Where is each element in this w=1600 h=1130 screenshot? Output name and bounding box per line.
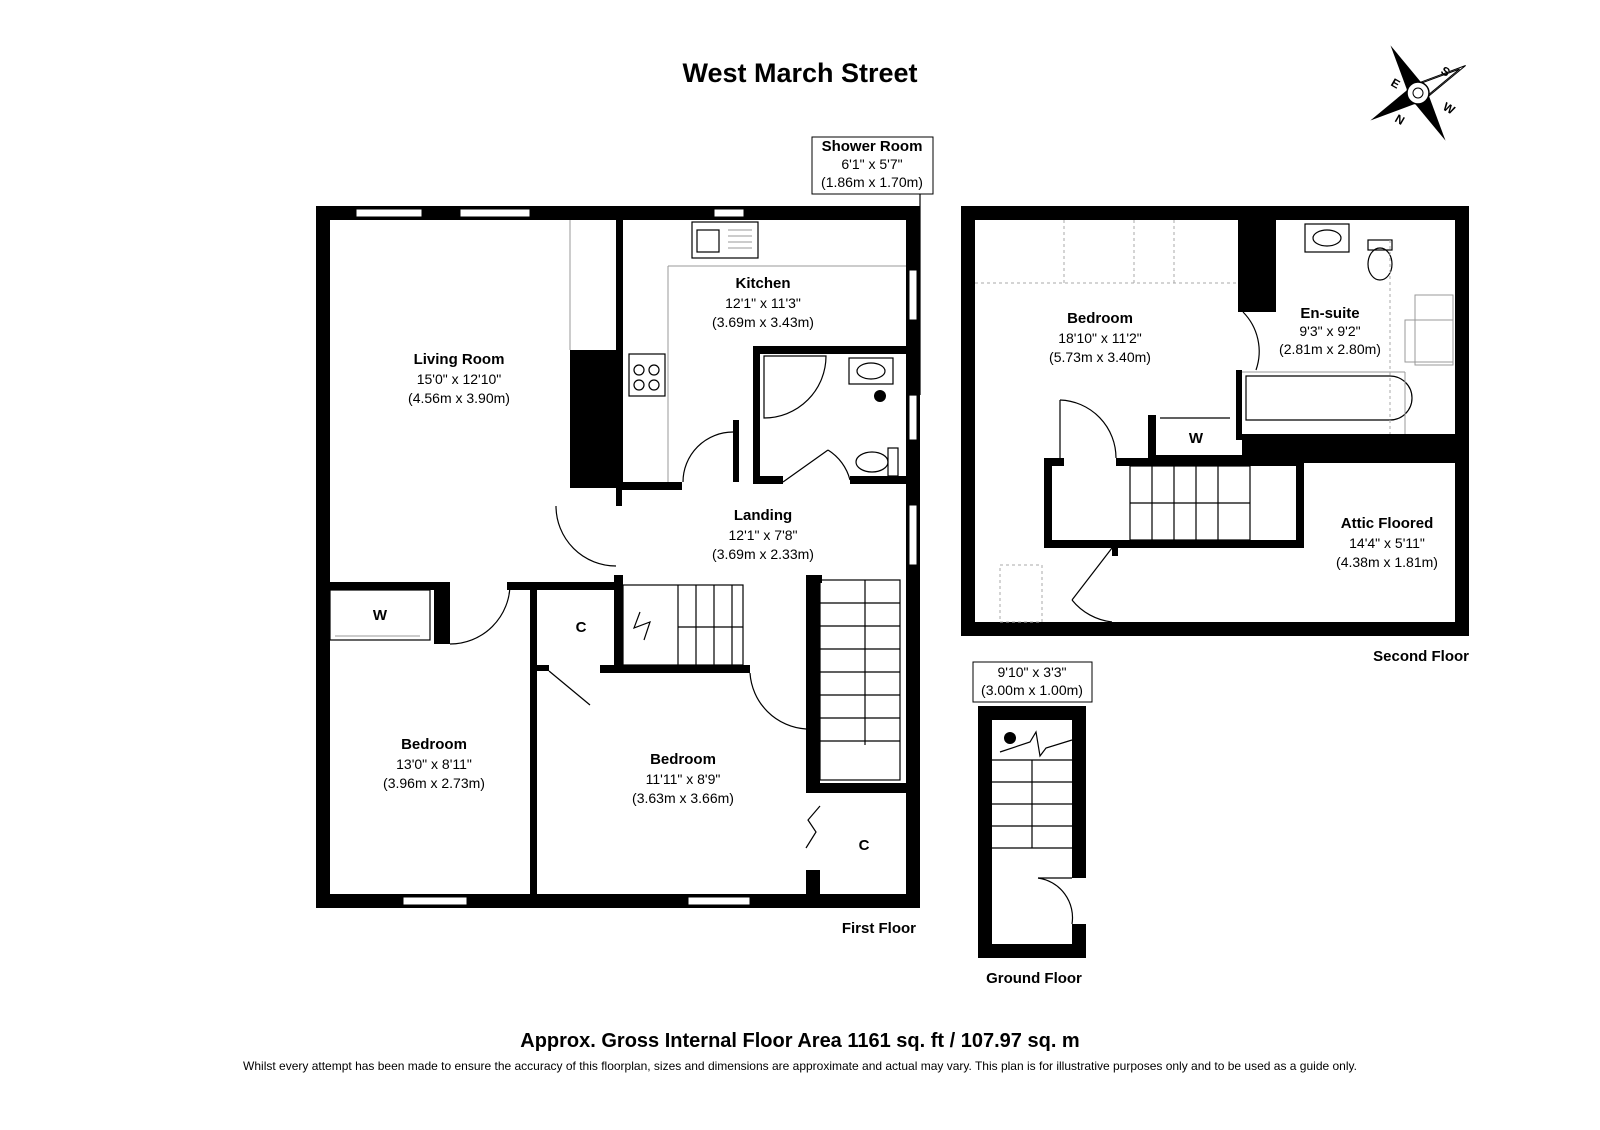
bedroom-2-name: Bedroom — [650, 751, 716, 768]
gf-imperial: 9'10" x 3'3" — [998, 664, 1067, 680]
compass-icon: S W N E — [1370, 45, 1466, 141]
second-floor-plan — [961, 206, 1469, 636]
sf-bedroom-name: Bedroom — [1067, 310, 1133, 327]
compass-w: W — [1441, 99, 1458, 117]
compass-n: N — [1393, 111, 1408, 127]
ensuite-name: En-suite — [1300, 305, 1359, 322]
living-room-imperial: 15'0" x 12'10" — [417, 371, 502, 387]
attic-imperial: 14'4" x 5'11" — [1349, 535, 1425, 551]
kitchen-metric: (3.69m x 3.43m) — [712, 314, 814, 330]
landing-metric: (3.69m x 2.33m) — [712, 546, 814, 562]
shower-room-metric: (1.86m x 1.70m) — [821, 174, 923, 190]
bedroom-2-metric: (3.63m x 3.66m) — [632, 790, 734, 806]
kitchen-name: Kitchen — [735, 275, 790, 292]
bedroom-1-name: Bedroom — [401, 736, 467, 753]
gross-area: Approx. Gross Internal Floor Area 1161 s… — [520, 1030, 1079, 1052]
living-room-metric: (4.56m x 3.90m) — [408, 390, 510, 406]
cupboard-label-1: C — [576, 619, 587, 636]
first-floor-plan — [316, 136, 934, 908]
page-title: West March Street — [682, 58, 917, 88]
sf-bedroom-metric: (5.73m x 3.40m) — [1049, 349, 1151, 365]
attic-name: Attic Floored — [1341, 515, 1434, 532]
bedroom-2-imperial: 11'11" x 8'9" — [646, 771, 721, 787]
ground-floor-labels: 9'10" x 3'3" (3.00m x 1.00m) Ground Floo… — [981, 664, 1083, 987]
gf-metric: (3.00m x 1.00m) — [981, 682, 1083, 698]
second-floor-label: Second Floor — [1373, 648, 1469, 665]
second-floor-labels: Bedroom 18'10" x 11'2" (5.73m x 3.40m) E… — [1049, 305, 1469, 665]
sf-wardrobe-label: W — [1189, 430, 1204, 447]
ensuite-metric: (2.81m x 2.80m) — [1279, 341, 1381, 357]
landing-name: Landing — [734, 507, 792, 524]
bedroom-1-metric: (3.96m x 2.73m) — [383, 775, 485, 791]
first-floor-labels: Living Room 15'0" x 12'10" (4.56m x 3.90… — [373, 138, 923, 937]
wardrobe-label: W — [373, 607, 388, 624]
bedroom-1-imperial: 13'0" x 8'11" — [396, 756, 472, 772]
compass-e: E — [1389, 75, 1403, 91]
shower-room-name: Shower Room — [822, 138, 923, 155]
landing-imperial: 12'1" x 7'8" — [729, 527, 798, 543]
cupboard-label-2: C — [859, 837, 870, 854]
shower-room-imperial: 6'1" x 5'7" — [841, 156, 902, 172]
disclaimer: Whilst every attempt has been made to en… — [243, 1059, 1357, 1073]
living-room-name: Living Room — [414, 351, 505, 368]
ground-floor-label: Ground Floor — [986, 970, 1082, 987]
attic-metric: (4.38m x 1.81m) — [1336, 554, 1438, 570]
first-floor-label: First Floor — [842, 920, 916, 937]
ground-floor-plan — [972, 661, 1093, 958]
kitchen-imperial: 12'1" x 11'3" — [725, 295, 801, 311]
sf-bedroom-imperial: 18'10" x 11'2" — [1058, 330, 1142, 346]
ensuite-imperial: 9'3" x 9'2" — [1299, 323, 1360, 339]
